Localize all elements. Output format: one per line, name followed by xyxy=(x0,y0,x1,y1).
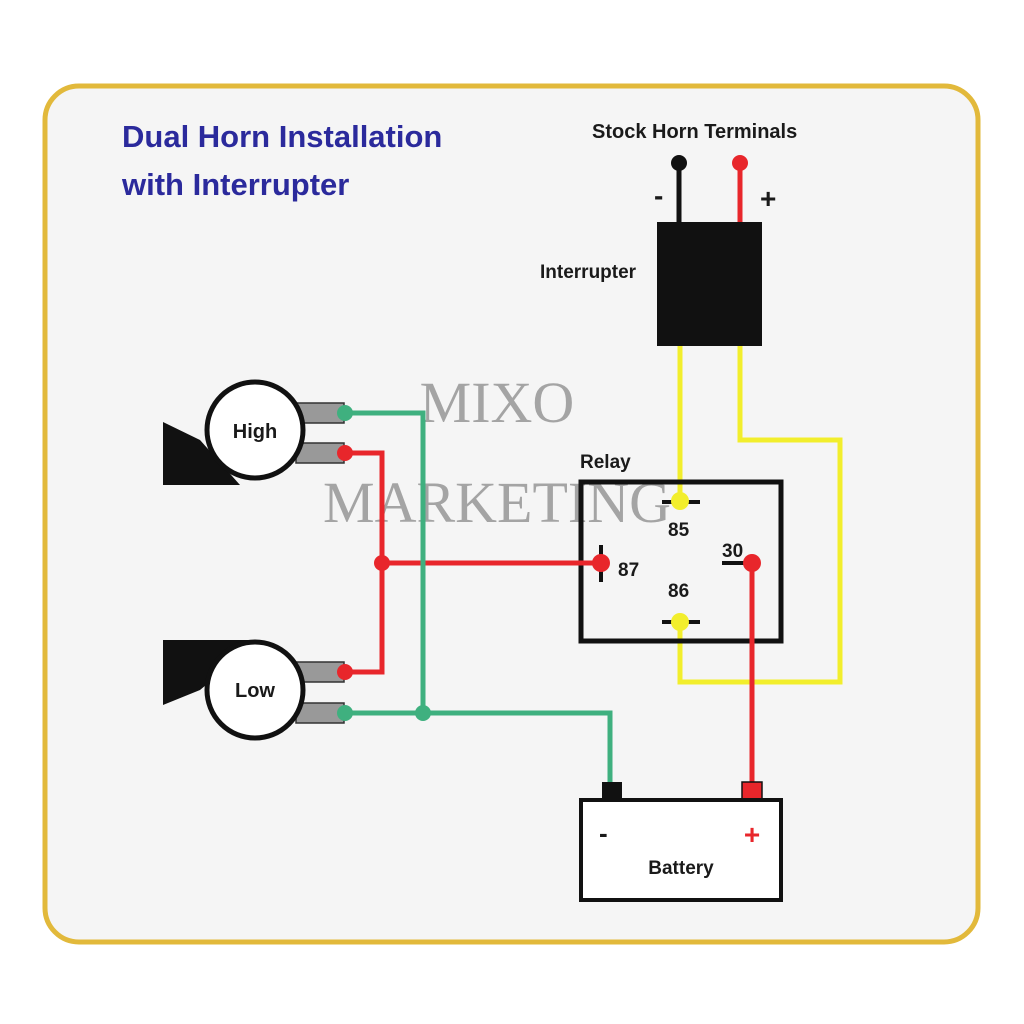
high-horn-label: High xyxy=(233,421,277,443)
battery-plus-label: + xyxy=(744,819,760,850)
yellow-wire-86 xyxy=(677,346,843,685)
battery-label: Battery xyxy=(648,858,714,879)
pin85-label: 85 xyxy=(668,520,690,541)
green-wire-ground xyxy=(345,710,613,790)
low-horn-terminal-neg xyxy=(295,702,345,724)
pin85-dot xyxy=(671,492,689,510)
stock-positive-terminal xyxy=(732,155,748,171)
stock-minus-label: - xyxy=(654,180,663,211)
battery-positive-post xyxy=(741,781,763,801)
high-horn-trumpet xyxy=(163,422,240,485)
low-horn-neg-dot xyxy=(337,705,353,721)
interrupter-box xyxy=(657,222,762,346)
pin30-label: 30 xyxy=(722,541,743,562)
interrupter-label: Interrupter xyxy=(540,262,637,283)
pin86-dot xyxy=(671,613,689,631)
high-horn xyxy=(204,379,306,481)
high-horn-pos-dot xyxy=(337,445,353,461)
low-horn-label: Low xyxy=(235,680,275,702)
battery-box xyxy=(579,798,783,902)
title-line2: with Interrupter xyxy=(121,167,349,202)
battery-negative-post xyxy=(602,782,622,800)
relay-label: Relay xyxy=(580,452,631,473)
pin87-label: 87 xyxy=(618,560,639,581)
stock-horn-terminals-label: Stock Horn Terminals xyxy=(592,121,797,143)
stock-plus-label: + xyxy=(760,183,776,214)
battery-minus-label: - xyxy=(599,818,608,848)
title-line1: Dual Horn Installation xyxy=(122,119,442,154)
pin86-label: 86 xyxy=(668,581,689,602)
pin30-dot xyxy=(743,554,761,572)
watermark-line1: MIXO xyxy=(420,370,575,435)
low-horn-pos-dot xyxy=(337,664,353,680)
high-horn-terminal-pos xyxy=(295,442,345,464)
green-junction xyxy=(415,705,431,721)
low-horn xyxy=(204,639,306,741)
green-wire-high xyxy=(345,410,426,713)
pin87-dot xyxy=(592,554,610,572)
high-horn-neg-dot xyxy=(337,405,353,421)
stock-negative-terminal xyxy=(671,155,687,171)
red-junction xyxy=(374,555,390,571)
